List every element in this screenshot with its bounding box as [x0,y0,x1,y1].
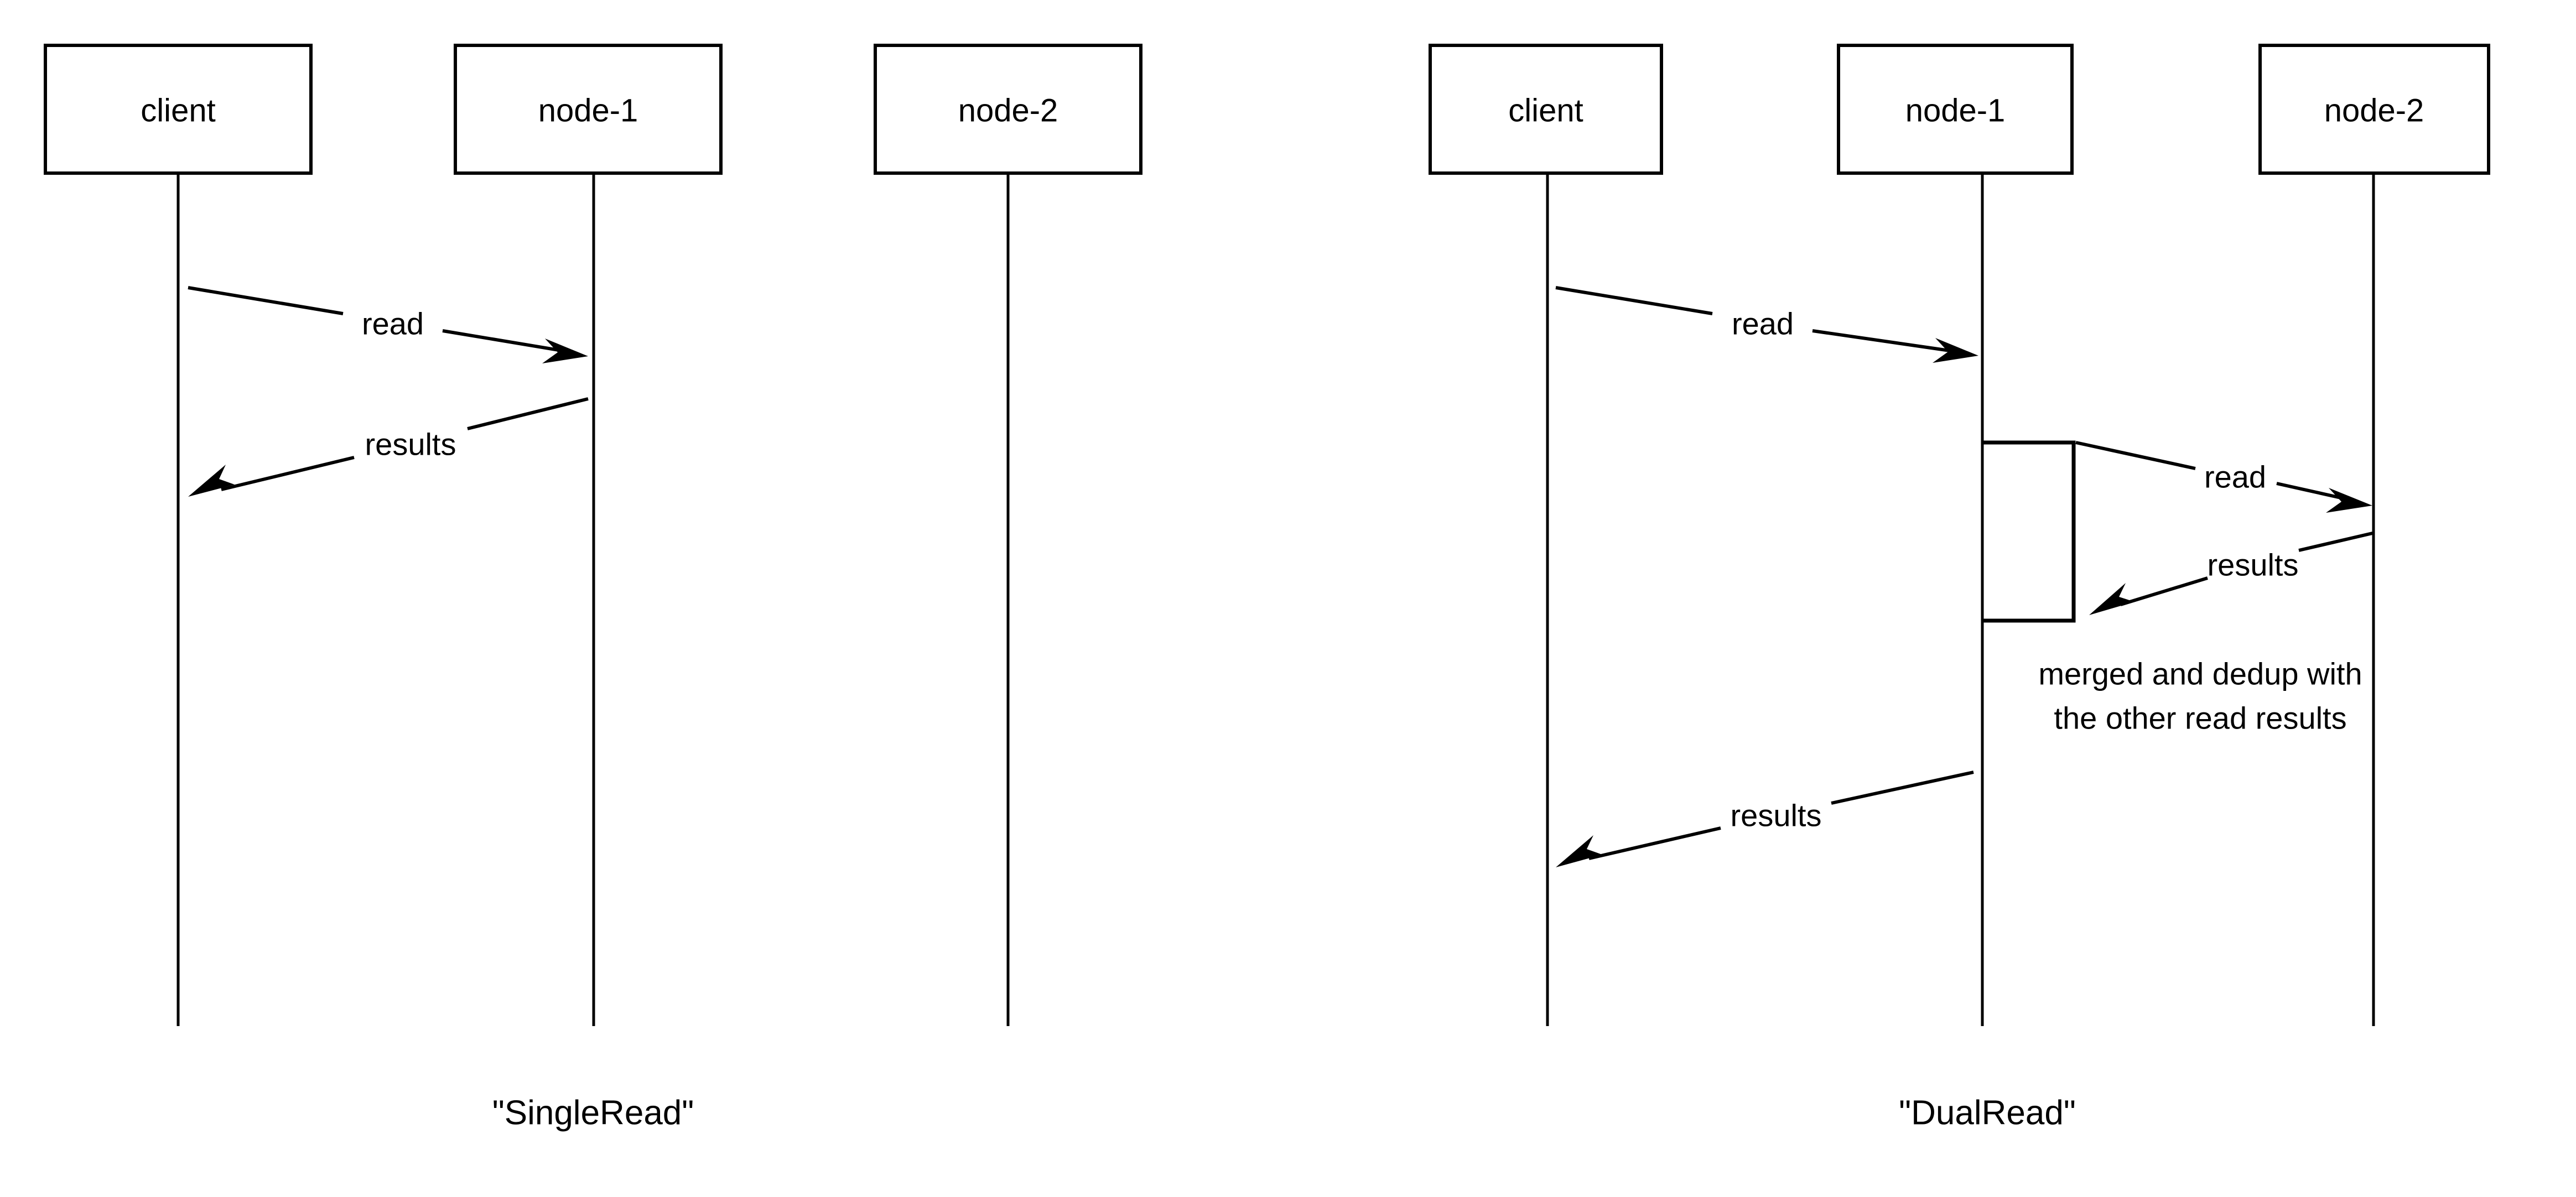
message-line-segment-left [1588,826,1721,860]
note-line-1: merged and dedup with [2038,657,2362,691]
arrowhead-right-icon [1933,338,1978,363]
activation-bracket-node-1 [1982,440,2076,623]
message-label-results: results [2208,548,2299,582]
participant-client-left[interactable]: client [44,44,313,1026]
participant-box-node-1[interactable] [1837,44,2074,175]
participant-box-node-2[interactable] [2258,44,2490,175]
participant-label-node-1: node-1 [1905,93,2006,129]
participant-node-1-right[interactable]: node-1 [1837,44,2074,1026]
participant-node-2-left[interactable]: node-2 [874,44,1142,1026]
panel-single-read: client node-1 node-2 read [44,44,1142,1132]
arrowhead-left-icon [1556,835,1602,867]
participant-box-client[interactable] [1429,44,1663,175]
message-read-node-1-to-node-2[interactable]: read [2075,441,2372,513]
message-read-client-to-node-1[interactable]: read [188,286,588,363]
arrowhead-right-icon [542,339,588,363]
arrowhead-left-icon [2089,583,2134,615]
participant-label-node-2: node-2 [2324,93,2424,129]
panel-caption-dual-read: "DualRead" [1899,1094,2076,1132]
message-line-segment-left [221,456,355,491]
arrowhead-left-icon [188,465,235,497]
message-results-node-2-to-node-1[interactable]: results [2089,532,2373,615]
participant-label-node-1: node-1 [538,93,638,129]
message-label-read: read [1732,306,1794,341]
participant-node-1-left[interactable]: node-1 [454,44,723,1026]
message-label-results: results [1731,798,1822,833]
message-results-node-1-to-client[interactable]: results [188,397,589,497]
message-read-client-to-node-1[interactable]: read [1555,286,1978,363]
participant-label-node-2: node-2 [958,93,1058,129]
participant-box-node-1[interactable] [454,44,723,175]
participant-box-node-2[interactable] [874,44,1142,175]
participant-box-client[interactable] [44,44,313,175]
arrowhead-right-icon [2326,488,2372,513]
message-line-segment-right [1831,771,1974,805]
participant-client-right[interactable]: client [1429,44,1663,1026]
message-line-segment-left [1555,286,1713,315]
participant-label-client: client [1508,93,1583,129]
message-label-read: read [362,306,424,341]
panel-dual-read: client node-1 node-2 re [1429,44,2490,1132]
message-line-segment-right [2298,532,2373,552]
message-line-segment-left [2075,441,2196,470]
message-label-read: read [2204,460,2266,495]
message-label-results: results [365,427,456,462]
message-line-segment-right [1812,329,1962,354]
participant-label-client: client [141,93,215,129]
message-line-segment-left [188,286,344,315]
message-line-segment-right [467,397,589,430]
panel-caption-single-read: "SingleRead" [492,1094,694,1132]
message-line-segment-left [2120,576,2208,606]
note-line-2: the other read results [2054,701,2346,736]
message-line-segment-right [442,329,576,355]
message-results-node-1-to-client[interactable]: results [1556,771,1974,867]
participant-node-2-right[interactable]: node-2 [2258,44,2490,1026]
note-merged-dedup: merged and dedup with the other read res… [2038,657,2362,736]
